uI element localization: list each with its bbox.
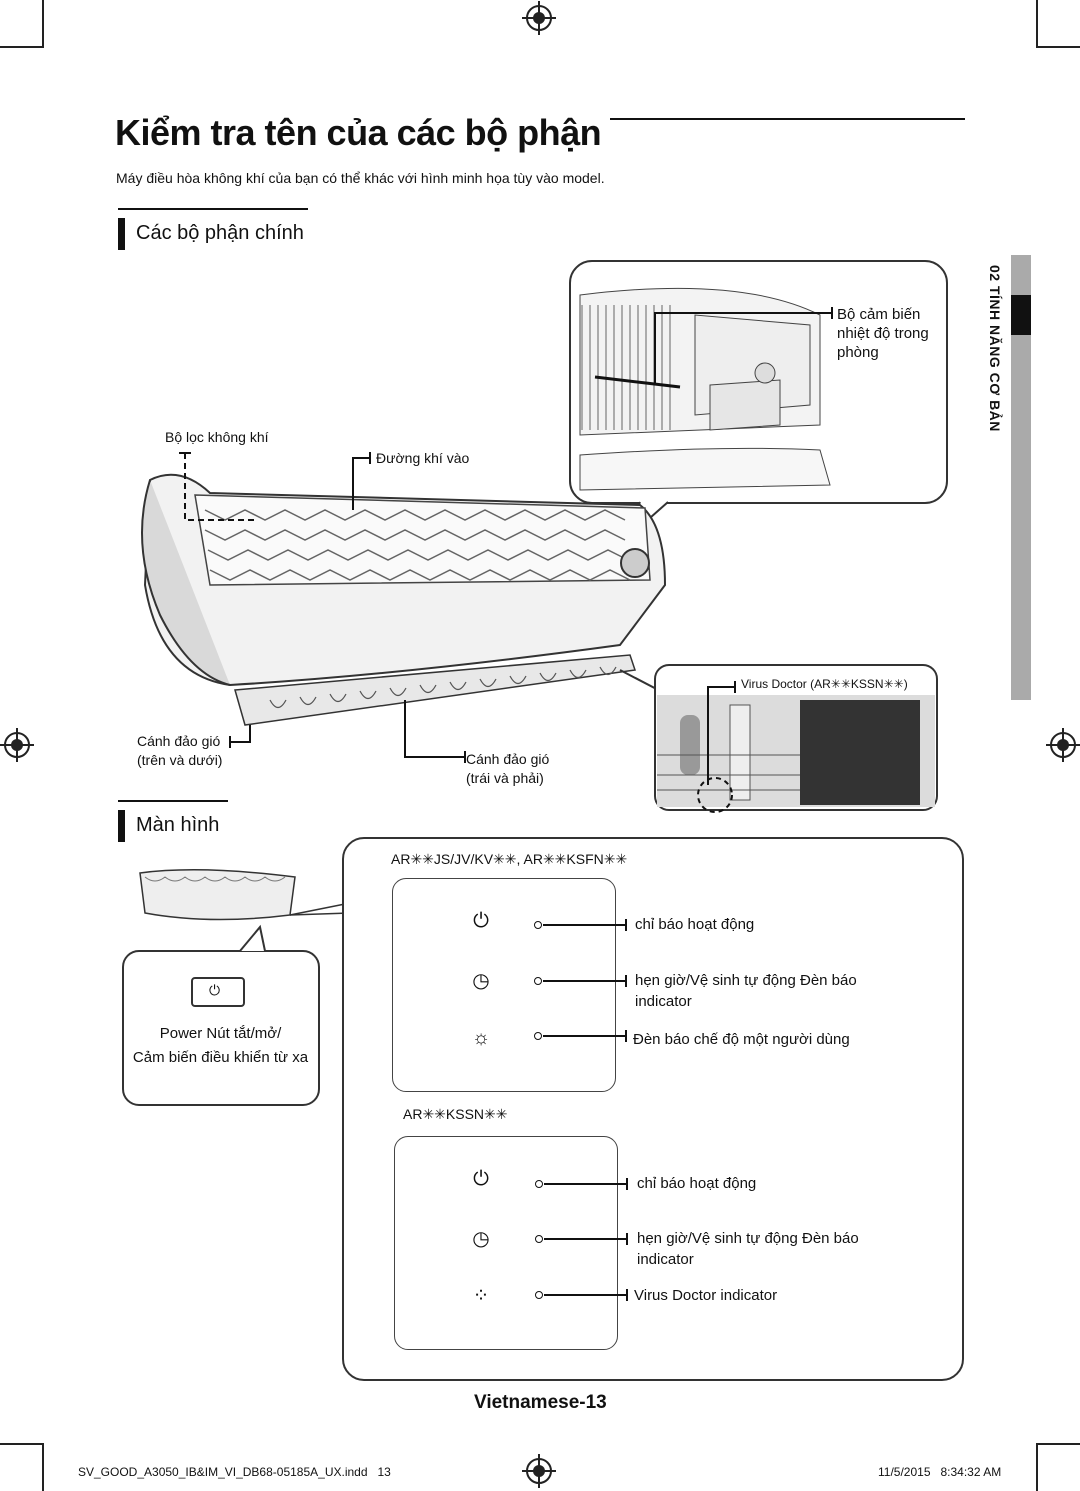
- blade-updown-line1: Cánh đảo gió: [137, 733, 221, 749]
- indicator-led: [534, 1032, 542, 1040]
- indicator-led: [534, 921, 542, 929]
- crop-mark: [1036, 1443, 1038, 1491]
- display-b-item: chỉ báo hoạt động: [637, 1175, 757, 1192]
- display-b-item: hẹn giờ/Vệ sinh tự động Đèn báo indicato…: [637, 1230, 859, 1268]
- display-a-frame: [392, 878, 616, 1092]
- page-number: Vietnamese-13: [474, 1392, 607, 1413]
- title-rule: [610, 118, 965, 120]
- section-display-title: Màn hình: [136, 814, 220, 836]
- blade-leftright-line2: (trái và phải): [466, 770, 544, 786]
- section-display: Màn hình: [118, 800, 228, 842]
- footer-date: 11/5/2015 8:34:32 AM: [878, 1465, 1002, 1479]
- remote-label: Power Nút tắt/mở/ Cảm biến điều khiển từ…: [128, 1022, 313, 1070]
- leader-line: [543, 975, 627, 987]
- section-main-parts-title: Các bộ phận chính: [136, 222, 304, 244]
- display-b-item: Virus Doctor indicator: [634, 1287, 778, 1304]
- single-user-icon: ☼: [471, 1027, 491, 1049]
- page-subtitle: Máy điều hòa không khí của bạn có thể kh…: [116, 170, 605, 186]
- air-conditioner-illustration: [141, 260, 948, 813]
- leader-line: [544, 1178, 628, 1190]
- unit-display-callout: [122, 869, 351, 1106]
- indicator-led: [535, 1291, 543, 1299]
- chapter-tab: 02 TÍNH NĂNG CƠ BẢN: [963, 255, 1031, 700]
- registration-mark-icon: [522, 1, 556, 35]
- indicator-led: [534, 977, 542, 985]
- virus-doctor-icon: ⁘: [472, 1285, 490, 1307]
- timer-icon: ◷: [472, 970, 490, 992]
- footer-file: SV_GOOD_A3050_IB&IM_VI_DB68-05185A_UX.in…: [78, 1465, 391, 1479]
- crop-mark: [1036, 46, 1080, 48]
- blade-leftright-label: Cánh đảo gió (trái và phải): [466, 750, 549, 788]
- crop-mark: [42, 0, 44, 48]
- crop-mark: [0, 1443, 44, 1445]
- remote-label-line1: Power Nút tắt/mở/: [159, 1025, 282, 1042]
- leader-line: [543, 919, 627, 931]
- remote-label-line2: Cảm biến điều khiển từ xa: [132, 1049, 309, 1066]
- registration-mark-icon: [0, 728, 34, 762]
- registration-mark-icon: [1046, 728, 1080, 762]
- power-icon: ⏻: [209, 982, 221, 998]
- leader-line: [544, 1289, 628, 1301]
- display-a-item: chỉ báo hoạt động: [635, 916, 755, 933]
- blade-updown-label: Cánh đảo gió (trên và dưới): [137, 732, 222, 770]
- crop-mark: [42, 1443, 44, 1491]
- blade-updown-line2: (trên và dưới): [137, 752, 223, 768]
- indicator-led: [535, 1180, 543, 1188]
- chapter-tab-label: 02 TÍNH NĂNG CƠ BẢN: [987, 265, 1003, 432]
- registration-mark-icon: [522, 1454, 556, 1488]
- crop-mark: [0, 46, 44, 48]
- display-b-model: AR✳✳KSSN✳✳: [403, 1106, 508, 1122]
- section-main-parts: Các bộ phận chính: [118, 208, 308, 250]
- inlet-label: Đường khí vào: [376, 450, 470, 466]
- timer-icon: ◷: [472, 1228, 490, 1250]
- sensor-label: Bộ cảm biến nhiệt độ trong phòng: [837, 306, 929, 361]
- power-icon: ⏻: [473, 910, 489, 932]
- virus-doctor-label: Virus Doctor (AR✳✳KSSN✳✳): [741, 677, 908, 691]
- page-title: Kiểm tra tên của các bộ phận: [115, 112, 602, 153]
- blade-leftright-line1: Cánh đảo gió: [466, 751, 550, 767]
- leader-line: [543, 1030, 627, 1042]
- crop-mark: [1036, 1443, 1080, 1445]
- leader-line: [544, 1233, 628, 1245]
- display-b-frame: [394, 1136, 618, 1350]
- display-a-item: hẹn giờ/Vệ sinh tự động Đèn báo indicato…: [635, 972, 857, 1010]
- crop-mark: [1036, 0, 1038, 48]
- display-panel: [342, 837, 964, 1381]
- power-icon: ⏻: [473, 1168, 489, 1190]
- filter-label: Bộ lọc không khí: [165, 429, 269, 445]
- display-a-model: AR✳✳JS/JV/KV✳✳, AR✳✳KSFN✳✳: [391, 851, 628, 867]
- display-a-item: Đèn báo chế độ một người dùng: [633, 1031, 850, 1048]
- indicator-led: [535, 1235, 543, 1243]
